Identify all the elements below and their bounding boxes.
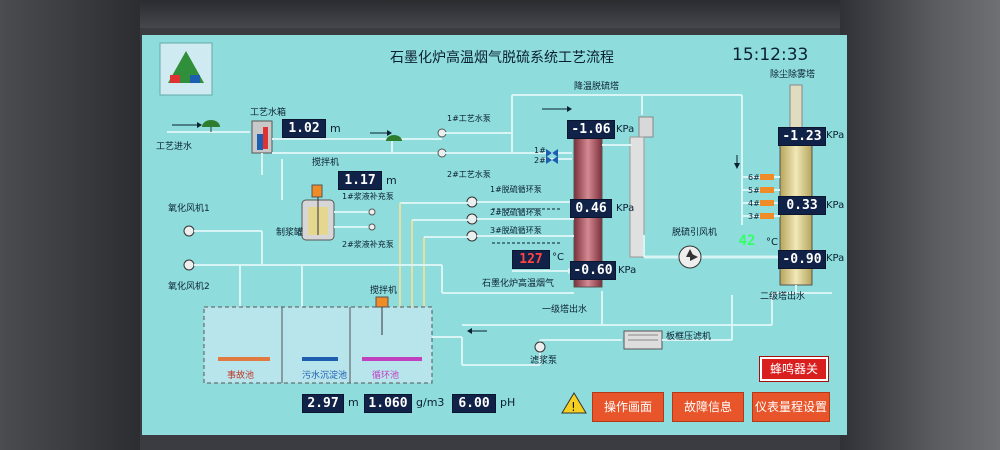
clock: 15:12:33 [732,45,809,65]
slurry-pump-1-label: 1#浆液补充泵 [342,192,394,201]
sewage-pool-label: 污水沉淀池 [302,371,348,381]
tank-level-unit: m [330,122,341,135]
stage1-outlet-label: 一级塔出水 [542,305,588,315]
slurry-level-value: 1.17 [338,171,382,190]
fault-info-button[interactable]: 故障信息 [672,392,744,422]
valve-1-icon[interactable] [546,149,552,157]
flue-temp-value: 127 [512,250,550,269]
slurry-tank-label: 制浆罐 [276,228,304,238]
dust-inlet-pressure-unit: KPa [826,253,845,264]
filtrate-pump-label: 滤浆泵 [530,356,558,366]
inlet-valve-icon[interactable] [202,120,220,132]
monitor-bezel-right [840,0,1000,450]
water-tank-label: 工艺水箱 [250,108,287,118]
dust-top-pressure-unit: KPa [826,130,845,141]
water-pump-1-label: 1#工艺水泵 [447,114,491,123]
desulf-mid-pressure-value: 0.46 [570,199,612,218]
slurry-pump-2-label: 2#浆液补充泵 [342,240,394,249]
pool-level-unit: m [348,396,359,409]
tank-valve-icon[interactable] [386,135,402,141]
oxidation-fan-1-label: 氧化风机1 [168,204,210,214]
warning-icon: ! [561,392,587,414]
water-inlet-label: 工艺进水 [156,142,193,152]
slurry-tank-icon [301,184,335,241]
buzzer-off-button[interactable]: 蜂鸣器关 [759,356,829,382]
nozzle-4-label: 4# [748,199,760,208]
pool-group [203,306,433,384]
dust-tower-label: 除尘除雾塔 [770,70,816,80]
desulf-top-pressure-unit: KPa [616,124,635,135]
slurry-level-unit: m [386,174,397,187]
nozzle-3-label: 3# [748,212,760,221]
stage2-outlet-label: 二级塔出水 [760,292,806,302]
desulf-inlet-pressure-unit: KPa [618,265,637,276]
range-setting-button[interactable]: 仪表量程设置 [752,392,830,422]
dust-top-pressure-value: -1.23 [778,127,826,146]
monitor-bezel-top [0,0,1000,28]
slurry-pump-1-icon[interactable] [368,208,376,216]
desulf-mid-pressure-unit: KPa [616,203,635,214]
filter-press-icon [623,330,663,350]
outlet-temp-value: 42 [738,233,756,249]
oxidation-fan-2-label: 氧化风机2 [168,282,210,292]
pool-mixer-icon[interactable] [375,296,389,335]
nozzle-5-label: 5# [748,186,760,195]
filter-press-label: 板框压滤机 [666,332,712,342]
oxidation-fan-1-icon[interactable] [183,225,195,237]
ph-unit: pH [500,396,516,409]
oxidation-fan-2-icon[interactable] [183,259,195,271]
water-pump-2-label: 2#工艺水泵 [447,170,491,179]
valve-1-label: 1# [534,146,546,155]
operation-screen-button[interactable]: 操作画面 [592,392,664,422]
circ-pool-label: 循环池 [372,371,400,381]
outlet-temp-unit: °C [766,237,778,248]
nozzle-6-label: 6# [748,173,760,182]
circ-pump-2-label: 2#脱硫循环泵 [490,208,542,217]
pool-level-value: 2.97 [302,394,344,413]
induced-fan-icon[interactable] [678,245,702,269]
mixer-label: 搅拌机 [312,158,340,168]
svg-text:!: ! [571,400,576,414]
desulf-top-pressure-value: -1.06 [567,120,615,139]
density-unit: g/m3 [416,396,445,409]
tank-level-value: 1.02 [282,119,326,138]
pool-mixer-label: 搅拌机 [370,286,398,296]
dust-mid-pressure-value: 0.33 [778,196,826,215]
dust-inlet-pressure-value: -0.90 [778,250,826,269]
flue-gas-label: 石墨化炉高温烟气 [482,279,555,289]
page-title: 石墨化炉高温烟气脱硫系统工艺流程 [390,50,614,66]
ph-value: 6.00 [452,394,496,413]
circ-pump-1-label: 1#脱硫循环泵 [490,185,542,194]
flue-temp-unit: °C [552,252,564,263]
accident-pool-label: 事故池 [227,371,255,381]
density-value: 1.060 [364,394,412,413]
induced-fan-label: 脱硫引风机 [672,228,718,238]
circ-pump-3-label: 3#脱硫循环泵 [490,226,542,235]
monitor-bezel-left [0,0,140,450]
valve-2-icon[interactable] [546,156,552,164]
desulf-tower-label: 降温脱硫塔 [574,82,620,92]
nozzle-valves-icon[interactable] [760,174,774,219]
valve-2-label: 2# [534,156,546,165]
dust-mid-pressure-unit: KPa [826,200,845,211]
company-logo [159,42,213,96]
slurry-pump-2-icon[interactable] [368,223,376,231]
hmi-screen: ! 石墨化炉高温烟气脱硫系统工艺流程 15:12:33 工艺水箱 工艺进水 搅拌… [142,35,847,435]
filtrate-pump-icon[interactable] [534,341,546,353]
water-tank-icon [251,120,273,154]
desulf-inlet-pressure-value: -0.60 [570,261,616,280]
